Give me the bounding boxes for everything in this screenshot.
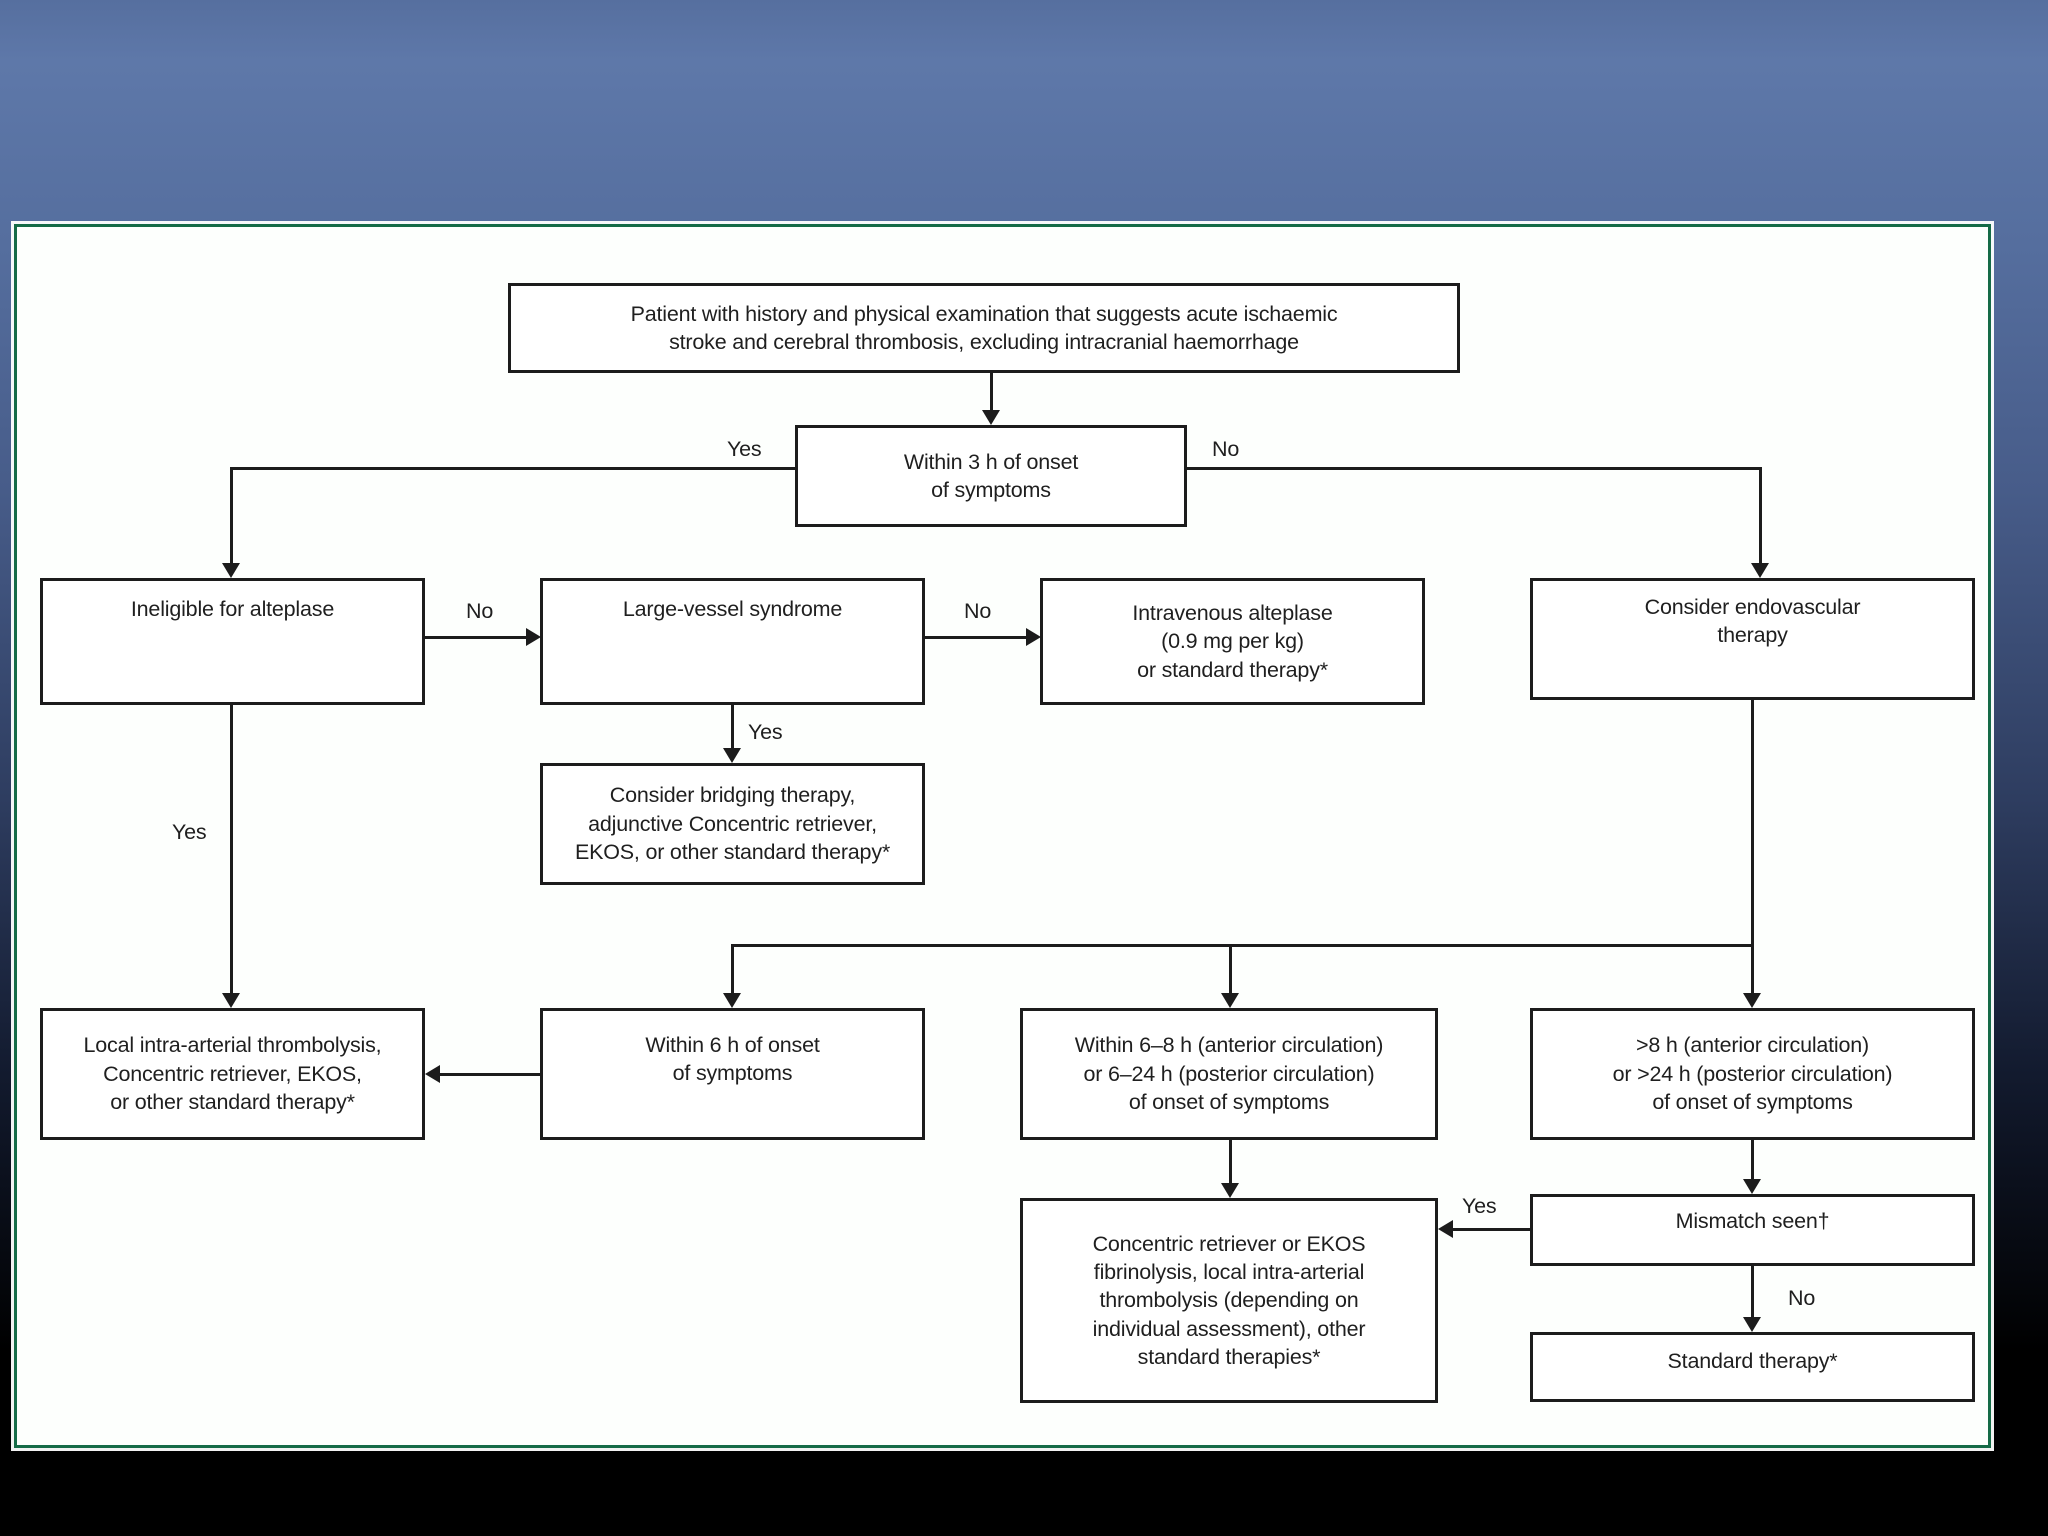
arrowhead-patient-to-within3h bbox=[982, 410, 1000, 425]
arrowhead-to-mismatch bbox=[1743, 1179, 1761, 1194]
label-no-ineligible: No bbox=[466, 599, 494, 623]
arrowhead-to-localia bbox=[222, 993, 240, 1008]
node-within-3h: Within 3 h of onset of symptoms bbox=[795, 425, 1187, 527]
node-intravenous-alteplase: Intravenous alteplase (0.9 mg per kg) or… bbox=[1040, 578, 1425, 705]
connector-within3h-yes-horizontal bbox=[232, 467, 795, 470]
arrowhead-to-endovascular bbox=[1751, 563, 1769, 578]
connector-endo-branch bbox=[731, 944, 1754, 947]
node-concentric-retriever-ekos: Concentric retriever or EKOS fibrinolysi… bbox=[1020, 1198, 1438, 1403]
label-no-within3h: No bbox=[1212, 437, 1240, 461]
label-yes-ineligible: Yes bbox=[172, 820, 207, 844]
arrowhead-to-standard bbox=[1743, 1317, 1761, 1332]
node-ineligible-alteplase: Ineligible for alteplase bbox=[40, 578, 425, 705]
label-no-mismatch: No bbox=[1788, 1286, 1816, 1310]
label-no-large-vessel: No bbox=[964, 599, 992, 623]
node-mismatch-seen: Mismatch seen† bbox=[1530, 1194, 1975, 1266]
arrowhead-to-large-vessel bbox=[526, 628, 541, 646]
node-standard-therapy: Standard therapy* bbox=[1530, 1332, 1975, 1402]
node-patient-history: Patient with history and physical examin… bbox=[508, 283, 1460, 373]
arrowhead-to-gt8h bbox=[1743, 993, 1761, 1008]
label-yes-large-vessel: Yes bbox=[748, 720, 783, 744]
connector-within3h-no-horizontal bbox=[1187, 467, 1762, 470]
connector-ineligible-to-large bbox=[425, 636, 527, 639]
node-gt-8h: >8 h (anterior circulation) or >24 h (po… bbox=[1530, 1008, 1975, 1140]
connector-large-to-iv bbox=[925, 636, 1027, 639]
connector-within68-to-concentric bbox=[1229, 1140, 1232, 1185]
node-local-intra-arterial: Local intra-arterial thrombolysis, Conce… bbox=[40, 1008, 425, 1140]
arrowhead-to-ineligible bbox=[222, 563, 240, 578]
connector-within3h-no-vertical bbox=[1759, 467, 1762, 564]
arrowhead-to-localia-left bbox=[425, 1065, 440, 1083]
arrowhead-to-iv-alteplase bbox=[1026, 628, 1041, 646]
connector-large-to-bridging bbox=[731, 705, 734, 750]
connector-within6h-to-localia bbox=[440, 1073, 540, 1076]
connector-ineligible-to-localia bbox=[230, 705, 233, 995]
node-within-6h: Within 6 h of onset of symptoms bbox=[540, 1008, 925, 1140]
connector-within3h-yes-vertical bbox=[230, 467, 233, 564]
connector-branch-to-within68 bbox=[1229, 944, 1232, 994]
connector-branch-to-within6h bbox=[731, 944, 734, 994]
connector-mismatch-yes bbox=[1453, 1228, 1530, 1231]
node-large-vessel-syndrome: Large-vessel syndrome bbox=[540, 578, 925, 705]
connector-patient-to-within3h bbox=[990, 373, 993, 413]
arrowhead-mismatch-to-concentric bbox=[1438, 1220, 1453, 1238]
connector-endo-down bbox=[1751, 700, 1754, 947]
node-consider-endovascular: Consider endovascular therapy bbox=[1530, 578, 1975, 700]
arrowhead-to-within6h bbox=[723, 993, 741, 1008]
connector-mismatch-to-standard bbox=[1751, 1266, 1754, 1319]
connector-branch-to-gt8h bbox=[1751, 944, 1754, 994]
node-within-6-8h: Within 6–8 h (anterior circulation) or 6… bbox=[1020, 1008, 1438, 1140]
arrowhead-to-within68 bbox=[1221, 993, 1239, 1008]
arrowhead-to-bridging bbox=[723, 748, 741, 763]
label-yes-mismatch: Yes bbox=[1462, 1194, 1497, 1218]
node-bridging-therapy: Consider bridging therapy, adjunctive Co… bbox=[540, 763, 925, 885]
connector-gt8h-to-mismatch bbox=[1751, 1140, 1754, 1181]
arrowhead-to-concentric bbox=[1221, 1183, 1239, 1198]
label-yes-within3h: Yes bbox=[727, 437, 762, 461]
